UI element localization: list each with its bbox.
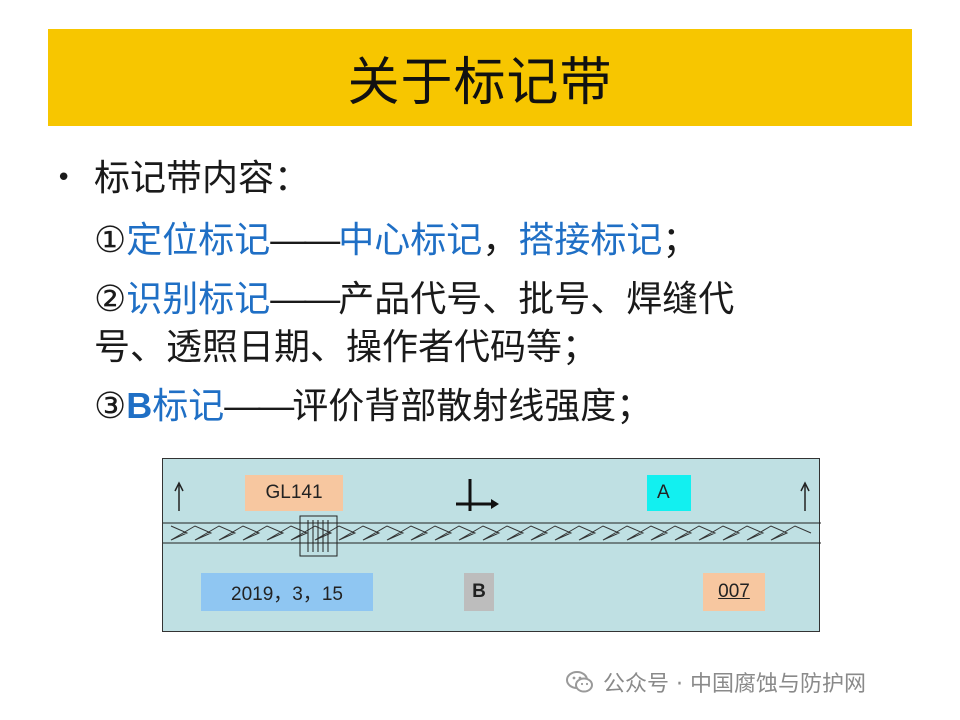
item-3-number: ③ [94, 386, 127, 427]
bullet-dot: • [56, 163, 72, 193]
operator-code-tag: 007 [703, 573, 765, 611]
right-limit-arrow-icon [800, 481, 810, 511]
center-mark-icon [456, 479, 499, 511]
item-1-desc-a: 中心标记 [338, 220, 483, 261]
mark-a-tag: A [647, 475, 691, 511]
bullet-heading: 标记带内容： [94, 158, 311, 199]
watermark-text: 公众号 · 中国腐蚀与防护网 [603, 672, 866, 697]
item-1-label: 定位标记 [126, 220, 271, 261]
title-bar: 关于标记带 [48, 29, 912, 126]
item-2-dash: —— [270, 278, 340, 319]
product-code-tag: GL141 [245, 475, 343, 511]
slide-title: 关于标记带 [347, 53, 613, 113]
weld-seam-graphic [163, 479, 821, 557]
item-2-number: ② [94, 279, 127, 320]
operator-code-text: 007 [718, 581, 750, 602]
list-item-1: ①定位标记——中心标记，搭接标记； [56, 211, 916, 270]
wechat-icon [566, 671, 593, 693]
slide-body: • 标记带内容： ①定位标记——中心标记，搭接标记； ②识别标记——产品代号、批… [56, 150, 916, 436]
item-2-desc: 产品代号、批号、焊缝代 [338, 279, 735, 320]
item-3-label: 标记 [152, 386, 225, 427]
bullet-line: • 标记带内容： [56, 150, 916, 211]
watermark: 公众号 · 中国腐蚀与防护网 [565, 666, 866, 698]
left-limit-arrow-icon [174, 481, 184, 511]
marker-strip-diagram: GL141 A 2019，3，15 B 007 [162, 458, 821, 632]
item-2-label: 识别标记 [126, 279, 271, 320]
list-item-2: ②识别标记——产品代号、批号、焊缝代 [56, 270, 916, 329]
list-item-3: ③B标记——评价背部散射线强度； [56, 377, 916, 436]
date-tag: 2019，3，15 [201, 573, 373, 611]
item-3-label-b: B [126, 385, 153, 426]
item-1-sep: ， [482, 220, 519, 261]
item-1-end: ； [662, 220, 699, 261]
weld-chevrons [170, 525, 812, 541]
item-3-desc: 评价背部散射线强度； [292, 386, 653, 427]
item-1-desc-b: 搭接标记 [518, 220, 663, 261]
item-3-dash: —— [224, 385, 294, 426]
b-mark-tag: B [464, 573, 494, 611]
list-item-2-continued: 号、透照日期、操作者代码等； [94, 327, 599, 368]
item-1-dash: —— [270, 219, 340, 260]
item-1-number: ① [94, 220, 127, 261]
overlap-mark-icon [299, 515, 338, 557]
